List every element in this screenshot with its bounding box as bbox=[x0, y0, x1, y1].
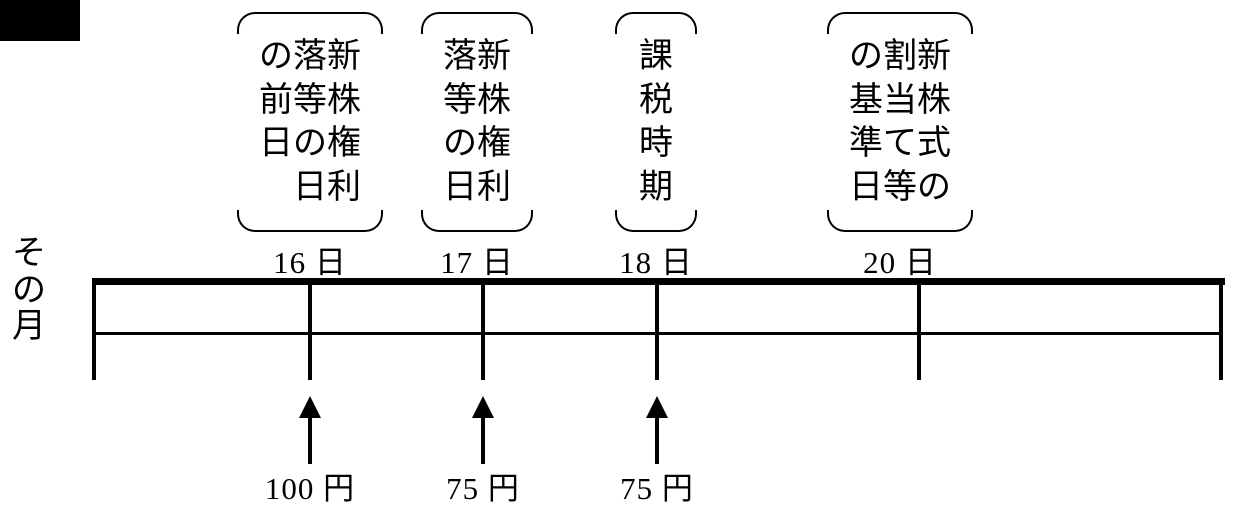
label-char: 日 bbox=[259, 125, 293, 163]
label-column: 新 株 式 の bbox=[917, 35, 951, 209]
label-char: 落 bbox=[443, 38, 477, 75]
event-label-columns: 課 税 時 期 bbox=[636, 34, 676, 210]
label-char: 株 bbox=[477, 81, 511, 119]
timeline-tick-17 bbox=[481, 280, 485, 380]
label-char: 準 bbox=[849, 125, 883, 163]
label-char: の bbox=[293, 125, 327, 163]
timeline-left-edge bbox=[92, 280, 96, 380]
arrow-up-icon bbox=[299, 396, 321, 418]
brace-bottom-icon bbox=[237, 210, 383, 233]
arrow-up-icon bbox=[472, 396, 494, 418]
label-char: 落 bbox=[293, 38, 327, 75]
label-char: 前 bbox=[259, 81, 293, 119]
label-char: の bbox=[917, 168, 951, 206]
amount-label-18: 75 円 bbox=[620, 471, 694, 506]
label-char: 権 bbox=[477, 125, 511, 163]
timeline-top-rule bbox=[92, 278, 1225, 285]
label-column: 割 当 て 等 bbox=[883, 35, 917, 209]
event-label-columns: 新 株 式 の 割 当 て 等 の 基 準 日 bbox=[846, 34, 954, 210]
label-char: 日 bbox=[293, 168, 327, 206]
timeline-tick-18 bbox=[655, 280, 659, 380]
row-caption-char: の bbox=[12, 271, 46, 309]
label-column: 落 等 の 日 bbox=[293, 35, 327, 209]
label-char: 等 bbox=[293, 81, 327, 119]
price-arrow-18 bbox=[644, 396, 670, 464]
label-char: 利 bbox=[327, 168, 361, 206]
label-column: 課 税 時 期 bbox=[639, 35, 673, 209]
label-column: の 前 日 bbox=[259, 35, 293, 209]
arrow-shaft bbox=[308, 418, 312, 464]
brace-bottom-icon bbox=[421, 210, 533, 233]
black-corner-block bbox=[0, 0, 80, 41]
label-char: 日 bbox=[849, 168, 883, 206]
label-char: 利 bbox=[477, 168, 511, 206]
brace-bottom-icon bbox=[615, 210, 697, 233]
timeline-right-edge bbox=[1219, 280, 1223, 380]
event-group-17: 新 株 権 利 落 等 の 日 17 日 bbox=[421, 12, 533, 282]
label-char: 等 bbox=[883, 168, 917, 206]
label-char: 等 bbox=[443, 81, 477, 119]
day-label-18: 18 日 bbox=[619, 245, 693, 281]
row-caption-char: 月 bbox=[12, 308, 46, 346]
brace-top-icon bbox=[421, 12, 533, 34]
label-char: 株 bbox=[917, 81, 951, 119]
arrow-shaft bbox=[655, 418, 659, 464]
brace-bottom-icon bbox=[827, 210, 973, 233]
day-label-16: 16 日 bbox=[273, 245, 347, 281]
label-char: 株 bbox=[327, 81, 361, 119]
event-group-20: 新 株 式 の 割 当 て 等 の 基 準 日 20 日 bbox=[827, 12, 973, 282]
label-char: 割 bbox=[883, 38, 917, 75]
timeline-tick-20 bbox=[917, 280, 921, 380]
label-char: て bbox=[883, 125, 917, 163]
brace-top-icon bbox=[827, 12, 973, 34]
label-column: 新 株 権 利 bbox=[477, 35, 511, 209]
label-char: 期 bbox=[639, 168, 673, 206]
label-char: 新 bbox=[327, 38, 361, 75]
label-char: 当 bbox=[883, 81, 917, 119]
timeline-tick-16 bbox=[308, 280, 312, 380]
label-char: 時 bbox=[639, 125, 673, 163]
event-group-16: 新 株 権 利 落 等 の 日 の 前 日 16 日 bbox=[237, 12, 383, 282]
label-char: の bbox=[849, 38, 883, 75]
amount-label-17: 75 円 bbox=[446, 471, 520, 506]
label-char: 権 bbox=[327, 125, 361, 163]
price-arrow-17 bbox=[470, 396, 496, 464]
brace-top-icon bbox=[615, 12, 697, 34]
arrow-up-icon bbox=[646, 396, 668, 418]
label-column: 落 等 の 日 bbox=[443, 35, 477, 209]
label-char: 新 bbox=[477, 38, 511, 75]
row-caption-char: そ bbox=[12, 235, 46, 272]
label-column: 新 株 権 利 bbox=[327, 35, 361, 209]
amount-label-16: 100 円 bbox=[264, 471, 356, 506]
arrow-shaft bbox=[481, 418, 485, 464]
label-char: 基 bbox=[849, 81, 883, 119]
brace-top-icon bbox=[237, 12, 383, 34]
row-caption-sono-tsuki: そ の 月 bbox=[6, 235, 52, 346]
label-char: 日 bbox=[443, 168, 477, 206]
day-label-20: 20 日 bbox=[863, 245, 937, 281]
label-char: の bbox=[259, 38, 293, 75]
label-char: 新 bbox=[917, 38, 951, 75]
label-char: 課 bbox=[639, 38, 673, 75]
label-char: 税 bbox=[639, 81, 673, 119]
event-label-columns: 新 株 権 利 落 等 の 日 の 前 日 bbox=[256, 34, 364, 210]
label-char: 式 bbox=[917, 125, 951, 163]
event-label-columns: 新 株 権 利 落 等 の 日 bbox=[440, 34, 514, 210]
label-char: の bbox=[443, 125, 477, 163]
day-label-17: 17 日 bbox=[440, 245, 514, 281]
price-arrow-16 bbox=[297, 396, 323, 464]
label-column: の 基 準 日 bbox=[849, 35, 883, 209]
event-group-18: 課 税 時 期 18 日 bbox=[615, 12, 697, 282]
